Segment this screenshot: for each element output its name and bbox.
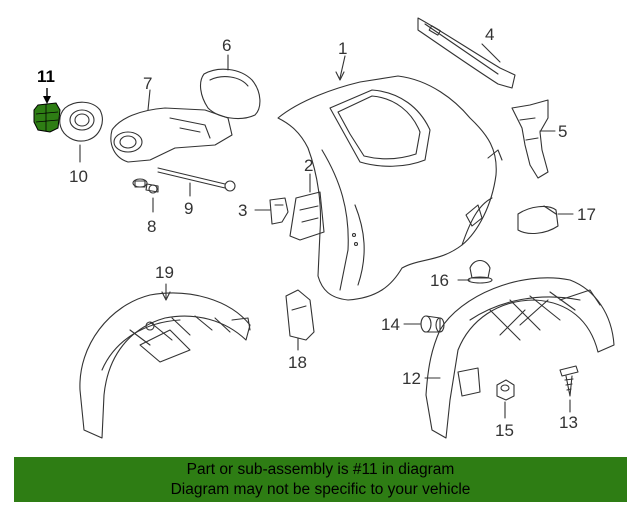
callout-17: 17 [577,205,596,224]
callout-15: 15 [495,421,514,440]
trim-piece-part [285,289,315,341]
inner-liner-part [79,292,251,439]
fuel-door-part [199,68,261,120]
callout-5: 5 [558,122,568,141]
bracket-part [511,99,549,179]
nut-part [496,379,515,401]
callout-2: 2 [304,156,314,175]
callout-11: 11 [37,67,55,86]
panel-bracket-part [289,191,325,241]
callout-4: 4 [485,25,495,44]
callout-8: 8 [147,217,157,236]
roof-rail-part [417,17,516,89]
quarter-panel-part [277,75,503,301]
callout-7: 7 [143,74,153,93]
highlighted-part-11 [33,88,61,133]
push-pin-part [467,259,493,284]
filler-cap-part [59,101,103,142]
wheelhouse-liner-part [425,277,615,439]
banner-line-disclaimer: Diagram may not be specific to your vehi… [170,481,471,498]
plug-part [517,205,559,235]
screw-part [559,365,579,397]
callout-18: 18 [288,353,307,372]
leader-4 [481,43,501,63]
callout-1: 1 [338,39,348,58]
parts-diagram [33,17,615,439]
callout-16: 16 [430,271,449,290]
leader-1-arrow [335,71,345,81]
banner-line-part-number: Part or sub-assembly is #11 in diagram [186,461,455,478]
callout-9: 9 [184,199,194,218]
tether-part [157,167,236,192]
clip-part [269,197,289,225]
spacer-part [420,315,445,333]
callout-6: 6 [222,36,232,55]
info-banner: Part or sub-assembly is #11 in diagram D… [14,457,627,502]
callout-19: 19 [155,263,174,282]
callout-14: 14 [381,315,400,334]
leader-7 [147,89,151,111]
callout-13: 13 [559,413,578,432]
filler-housing-part [110,107,233,163]
callout-3: 3 [238,201,248,220]
callout-12: 12 [402,369,421,388]
callout-10: 10 [69,167,88,186]
bolt-part [132,178,159,194]
leader-1 [339,55,346,79]
leader-19-arrow [161,291,171,301]
